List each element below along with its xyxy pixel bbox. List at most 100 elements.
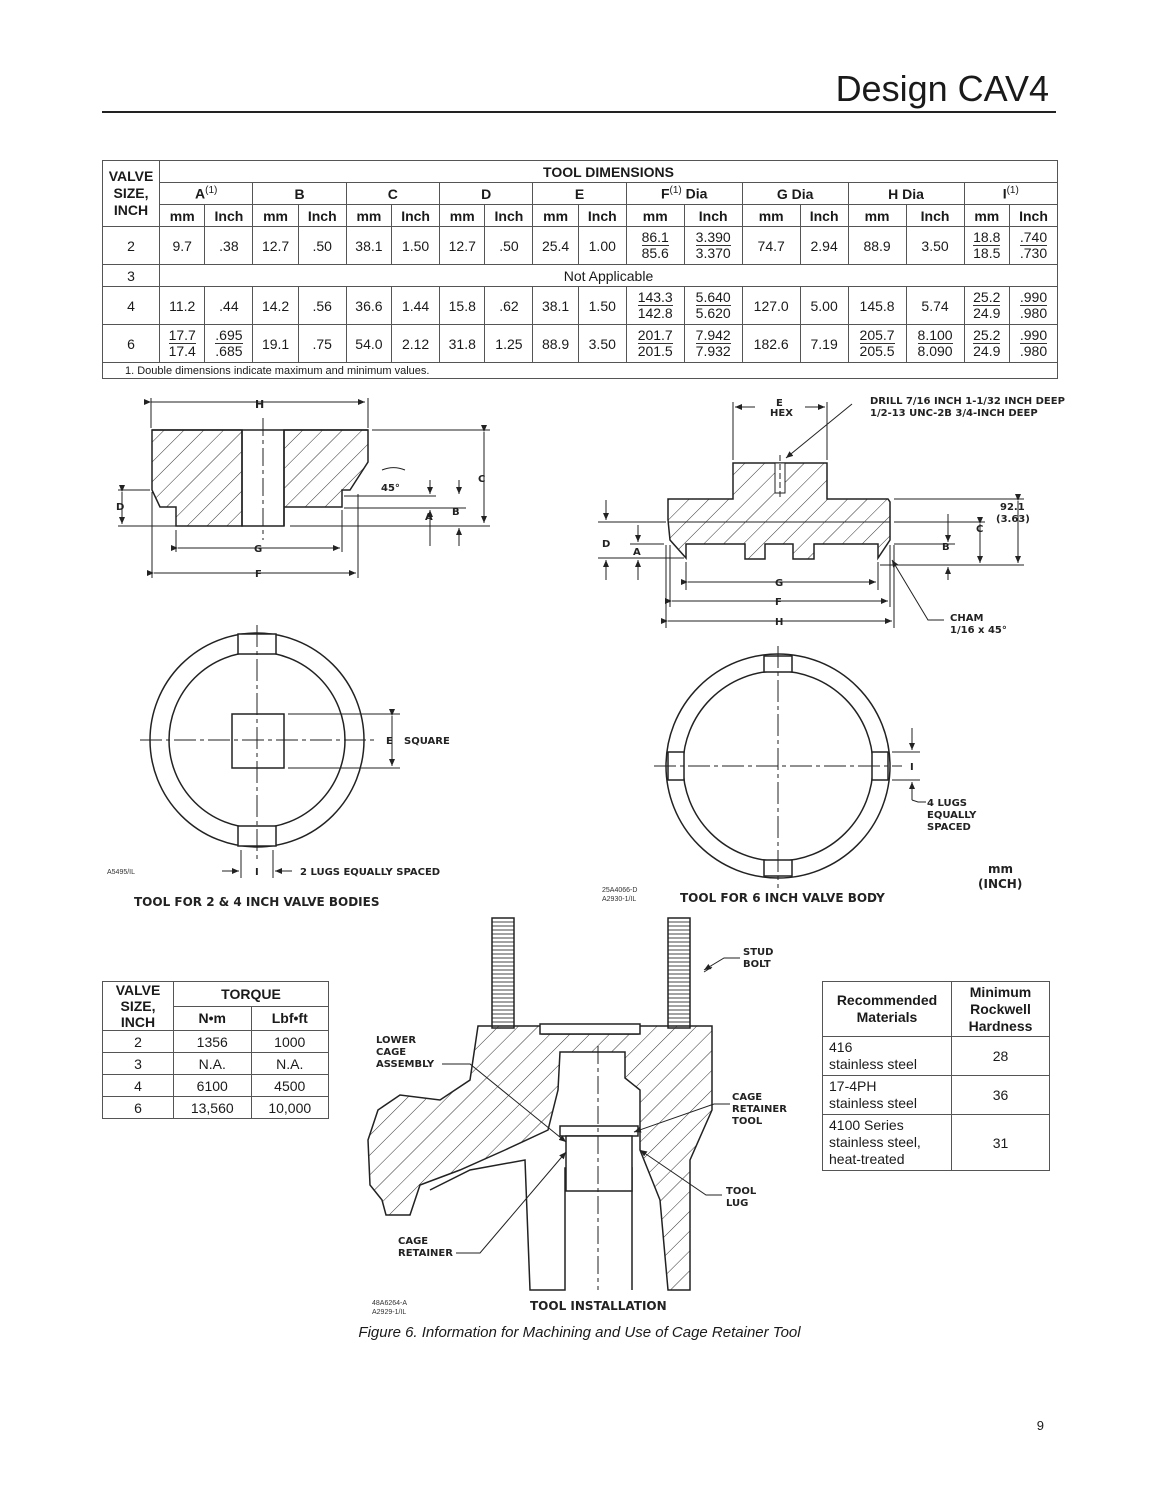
dimension-cell: 182.6 — [741, 324, 801, 363]
lugs-label-right-1: 4 LUGS — [927, 798, 967, 809]
title-rule — [102, 111, 1056, 113]
overall-height-inch: (3.63) — [996, 514, 1030, 525]
dimension-cell: 19.1 — [252, 324, 299, 363]
unit-mm-header: mm — [847, 204, 907, 227]
torque-header: TORQUE — [173, 981, 329, 1007]
torque-cell: 6100 — [173, 1074, 252, 1097]
label-cage-retainer-2: RETAINER — [398, 1248, 453, 1259]
dimension-header: G Dia — [741, 182, 849, 205]
label-cage-retainer-1: CAGE — [398, 1236, 428, 1247]
torque-lbfft-header: Lbf•ft — [250, 1005, 329, 1031]
square-label: SQUARE — [404, 736, 450, 747]
dimension-cell: .75 — [297, 324, 347, 363]
caption-installation: TOOL INSTALLATION — [530, 1299, 667, 1313]
label-stud-2: BOLT — [743, 959, 771, 970]
unit-mm-header: mm — [252, 204, 299, 227]
dimension-cell: 88.9 — [847, 226, 907, 265]
dimension-cell: 145.8 — [847, 286, 907, 325]
min-max-value: .990.980 — [1019, 289, 1048, 321]
page-title: Design CAV4 — [835, 68, 1049, 109]
dimension-cell: 1.50 — [391, 226, 441, 265]
dim-label-d-right: D — [602, 539, 610, 550]
dimension-header: I(1) — [963, 182, 1059, 205]
drill-note-line2: 1/2-13 UNC-2B 3/4-INCH DEEP — [870, 408, 1038, 419]
dimension-cell: 1.25 — [484, 324, 534, 363]
drawing-ref-right-1: 25A4066-D — [602, 887, 637, 894]
units-inch: (INCH) — [978, 877, 1022, 891]
chamfer-label-line1: CHAM — [950, 613, 983, 624]
drawing-ref-install-1: 48A6264-A — [372, 1300, 407, 1307]
hardness-cell: 31 — [951, 1114, 1050, 1171]
dimension-cell: 1.44 — [391, 286, 441, 325]
lugs-label-right-2: EQUALLY — [927, 810, 977, 821]
installation-view — [367, 917, 740, 1291]
label-retainer-tool-1: CAGE — [732, 1092, 762, 1103]
right-section-view — [598, 402, 1024, 628]
label-retainer-tool-3: TOOL — [732, 1116, 763, 1127]
table-footnote: 1. Double dimensions indicate maximum an… — [102, 362, 1058, 379]
chamfer-label-line2: 1/16 x 45° — [950, 625, 1007, 636]
hardness-cell: 36 — [951, 1075, 1050, 1115]
dim-label-a-right: A — [633, 547, 641, 558]
dimension-cell: 5.74 — [905, 286, 965, 325]
torque-cell: 1356 — [173, 1030, 252, 1053]
dimension-cell: 11.2 — [158, 286, 206, 325]
overall-height-mm: 92.1 — [1000, 502, 1025, 513]
dimension-cell: 88.9 — [532, 324, 579, 363]
dimension-cell: 12.7 — [252, 226, 299, 265]
label-retainer-tool-2: RETAINER — [732, 1104, 787, 1115]
drawing-ref-right-2: A2930-1/IL — [602, 896, 636, 903]
drawing-ref-install-2: A2929-1/IL — [372, 1309, 406, 1316]
unit-mm-header: mm — [439, 204, 486, 227]
torque-cell: 4500 — [250, 1074, 329, 1097]
drawing-ref-left: A5495/IL — [107, 869, 135, 876]
label-stud-1: STUD — [743, 947, 773, 958]
angle-label-45: 45° — [381, 483, 400, 494]
valve-size-cell: 2 — [102, 226, 160, 265]
min-max-value: .740.730 — [1019, 229, 1048, 261]
dimension-cell: .695.685 — [204, 324, 254, 363]
hex-label: HEX — [770, 408, 793, 419]
dimension-cell: 15.8 — [439, 286, 486, 325]
valve-size-cell: 4 — [102, 286, 160, 325]
unit-inch-header: Inch — [204, 204, 254, 227]
drill-note-line1: DRILL 7/16 INCH 1-1/32 INCH DEEP — [870, 396, 1065, 407]
dim-label-f-right: F — [775, 597, 782, 608]
dim-label-f-left: F — [255, 569, 262, 580]
dimension-cell: 3.50 — [577, 324, 627, 363]
figure-caption: Figure 6. Information for Machining and … — [358, 1324, 801, 1341]
dim-label-c-left: C — [478, 474, 485, 485]
label-tool-lug-2: LUG — [726, 1198, 748, 1209]
dim-label-b-right: B — [942, 542, 950, 553]
dim-label-i-right: I — [910, 762, 914, 773]
dimension-cell: 3.50 — [905, 226, 965, 265]
dimension-cell: .740.730 — [1008, 226, 1059, 265]
torque-cell: 6 — [102, 1096, 174, 1119]
lugs-label-left: 2 LUGS EQUALLY SPACED — [300, 867, 440, 878]
